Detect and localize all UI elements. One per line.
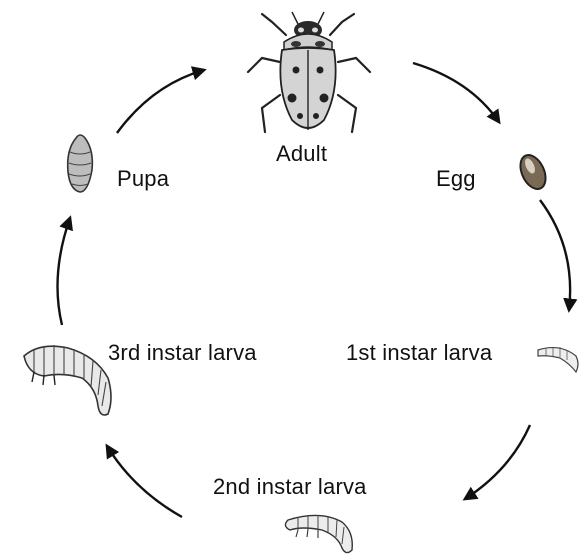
arrow-adult-to-egg [413,63,499,122]
stage-label-adult: Adult [276,141,327,167]
egg-icon [515,151,550,193]
third-instar-larva-icon [24,345,111,415]
stage-label-egg: Egg [436,166,476,192]
stage-label-second-instar: 2nd instar larva [213,474,367,500]
stage-label-third-instar: 3rd instar larva [108,340,257,366]
arrow-pupa-to-adult [117,70,204,133]
stage-label-first-instar: 1st instar larva [346,340,492,366]
pupa-icon [68,135,93,192]
arrow-3rd-instar-to-pupa [58,218,71,325]
arrow-egg-to-1st-instar [540,200,570,310]
stage-label-pupa: Pupa [117,166,169,192]
arrow-2nd-to-3rd-instar [107,446,182,517]
arrow-1st-to-2nd-instar [465,425,530,499]
first-instar-larva-icon [538,347,578,372]
second-instar-larva-icon [285,515,352,553]
adult-beetle-icon [248,12,370,132]
